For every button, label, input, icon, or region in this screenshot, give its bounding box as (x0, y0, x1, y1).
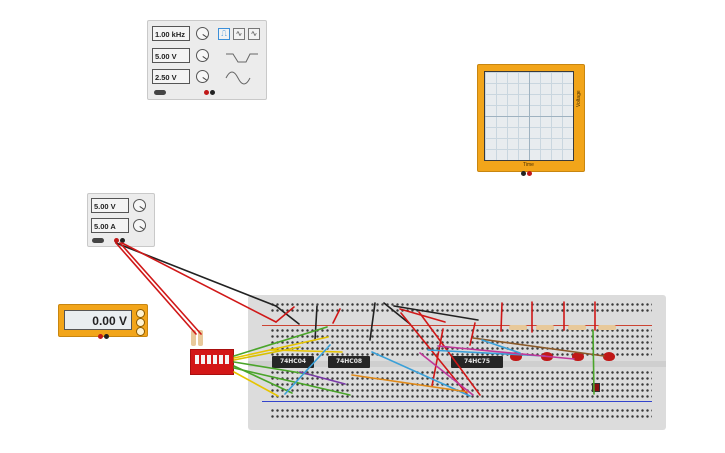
positive-terminal[interactable] (204, 90, 209, 95)
triangle-wave-icon[interactable]: ∿ (233, 28, 245, 40)
mode-button-icon[interactable] (136, 309, 145, 318)
led[interactable] (510, 352, 522, 361)
amplitude-display: 5.00 V (152, 48, 190, 63)
resistor[interactable] (568, 325, 586, 330)
chip-74hc75[interactable]: 74HC75 (451, 356, 503, 368)
mode-button-icon[interactable] (136, 318, 145, 327)
chip-74hc08[interactable]: 74HC08 (328, 356, 370, 368)
multimeter[interactable]: 0.00 V (58, 304, 148, 337)
current-display: 5.00 A (91, 218, 129, 233)
resistor[interactable] (198, 330, 203, 346)
oscilloscope[interactable]: Voltage Time (477, 64, 585, 172)
square-wave-icon[interactable]: ⎍ (218, 28, 230, 40)
psu-ground-terminal[interactable] (92, 238, 104, 243)
voltage-display: 5.00 V (91, 198, 129, 213)
sine-wave-icon[interactable]: ∿ (248, 28, 260, 40)
offset-knob[interactable] (196, 70, 209, 83)
power-supply[interactable]: 5.00 V 5.00 A (87, 193, 155, 247)
frequency-display: 1.00 kHz (152, 26, 190, 41)
scope-probe-negative[interactable] (521, 171, 526, 176)
mode-button-icon[interactable] (136, 327, 145, 336)
waveform-preview-icon (225, 53, 258, 85)
current-knob[interactable] (133, 219, 146, 232)
multimeter-probe-negative[interactable] (104, 334, 109, 339)
offset-display: 2.50 V (152, 69, 190, 84)
amplitude-knob[interactable] (196, 49, 209, 62)
dip-switch[interactable] (190, 349, 234, 375)
led[interactable] (603, 352, 615, 361)
resistor[interactable] (509, 325, 527, 330)
multimeter-display: 0.00 V (64, 310, 132, 330)
push-button[interactable] (592, 383, 600, 392)
frequency-knob[interactable] (196, 27, 209, 40)
negative-terminal[interactable] (210, 90, 215, 95)
oscilloscope-screen (484, 71, 574, 161)
ground-terminal[interactable] (154, 90, 166, 95)
chip-74hc04[interactable]: 74HC04 (272, 356, 314, 368)
psu-positive-terminal[interactable] (114, 238, 119, 243)
resistor[interactable] (191, 330, 196, 346)
psu-negative-terminal[interactable] (120, 238, 125, 243)
function-generator[interactable]: 1.00 kHz 5.00 V 2.50 V ⎍ ∿ ∿ (147, 20, 267, 100)
scope-probe-positive[interactable] (527, 171, 532, 176)
voltage-knob[interactable] (133, 199, 146, 212)
resistor[interactable] (598, 325, 616, 330)
resistor[interactable] (536, 325, 554, 330)
multimeter-probe-positive[interactable] (98, 334, 103, 339)
led[interactable] (572, 352, 584, 361)
scope-x-label: Time (523, 162, 534, 168)
